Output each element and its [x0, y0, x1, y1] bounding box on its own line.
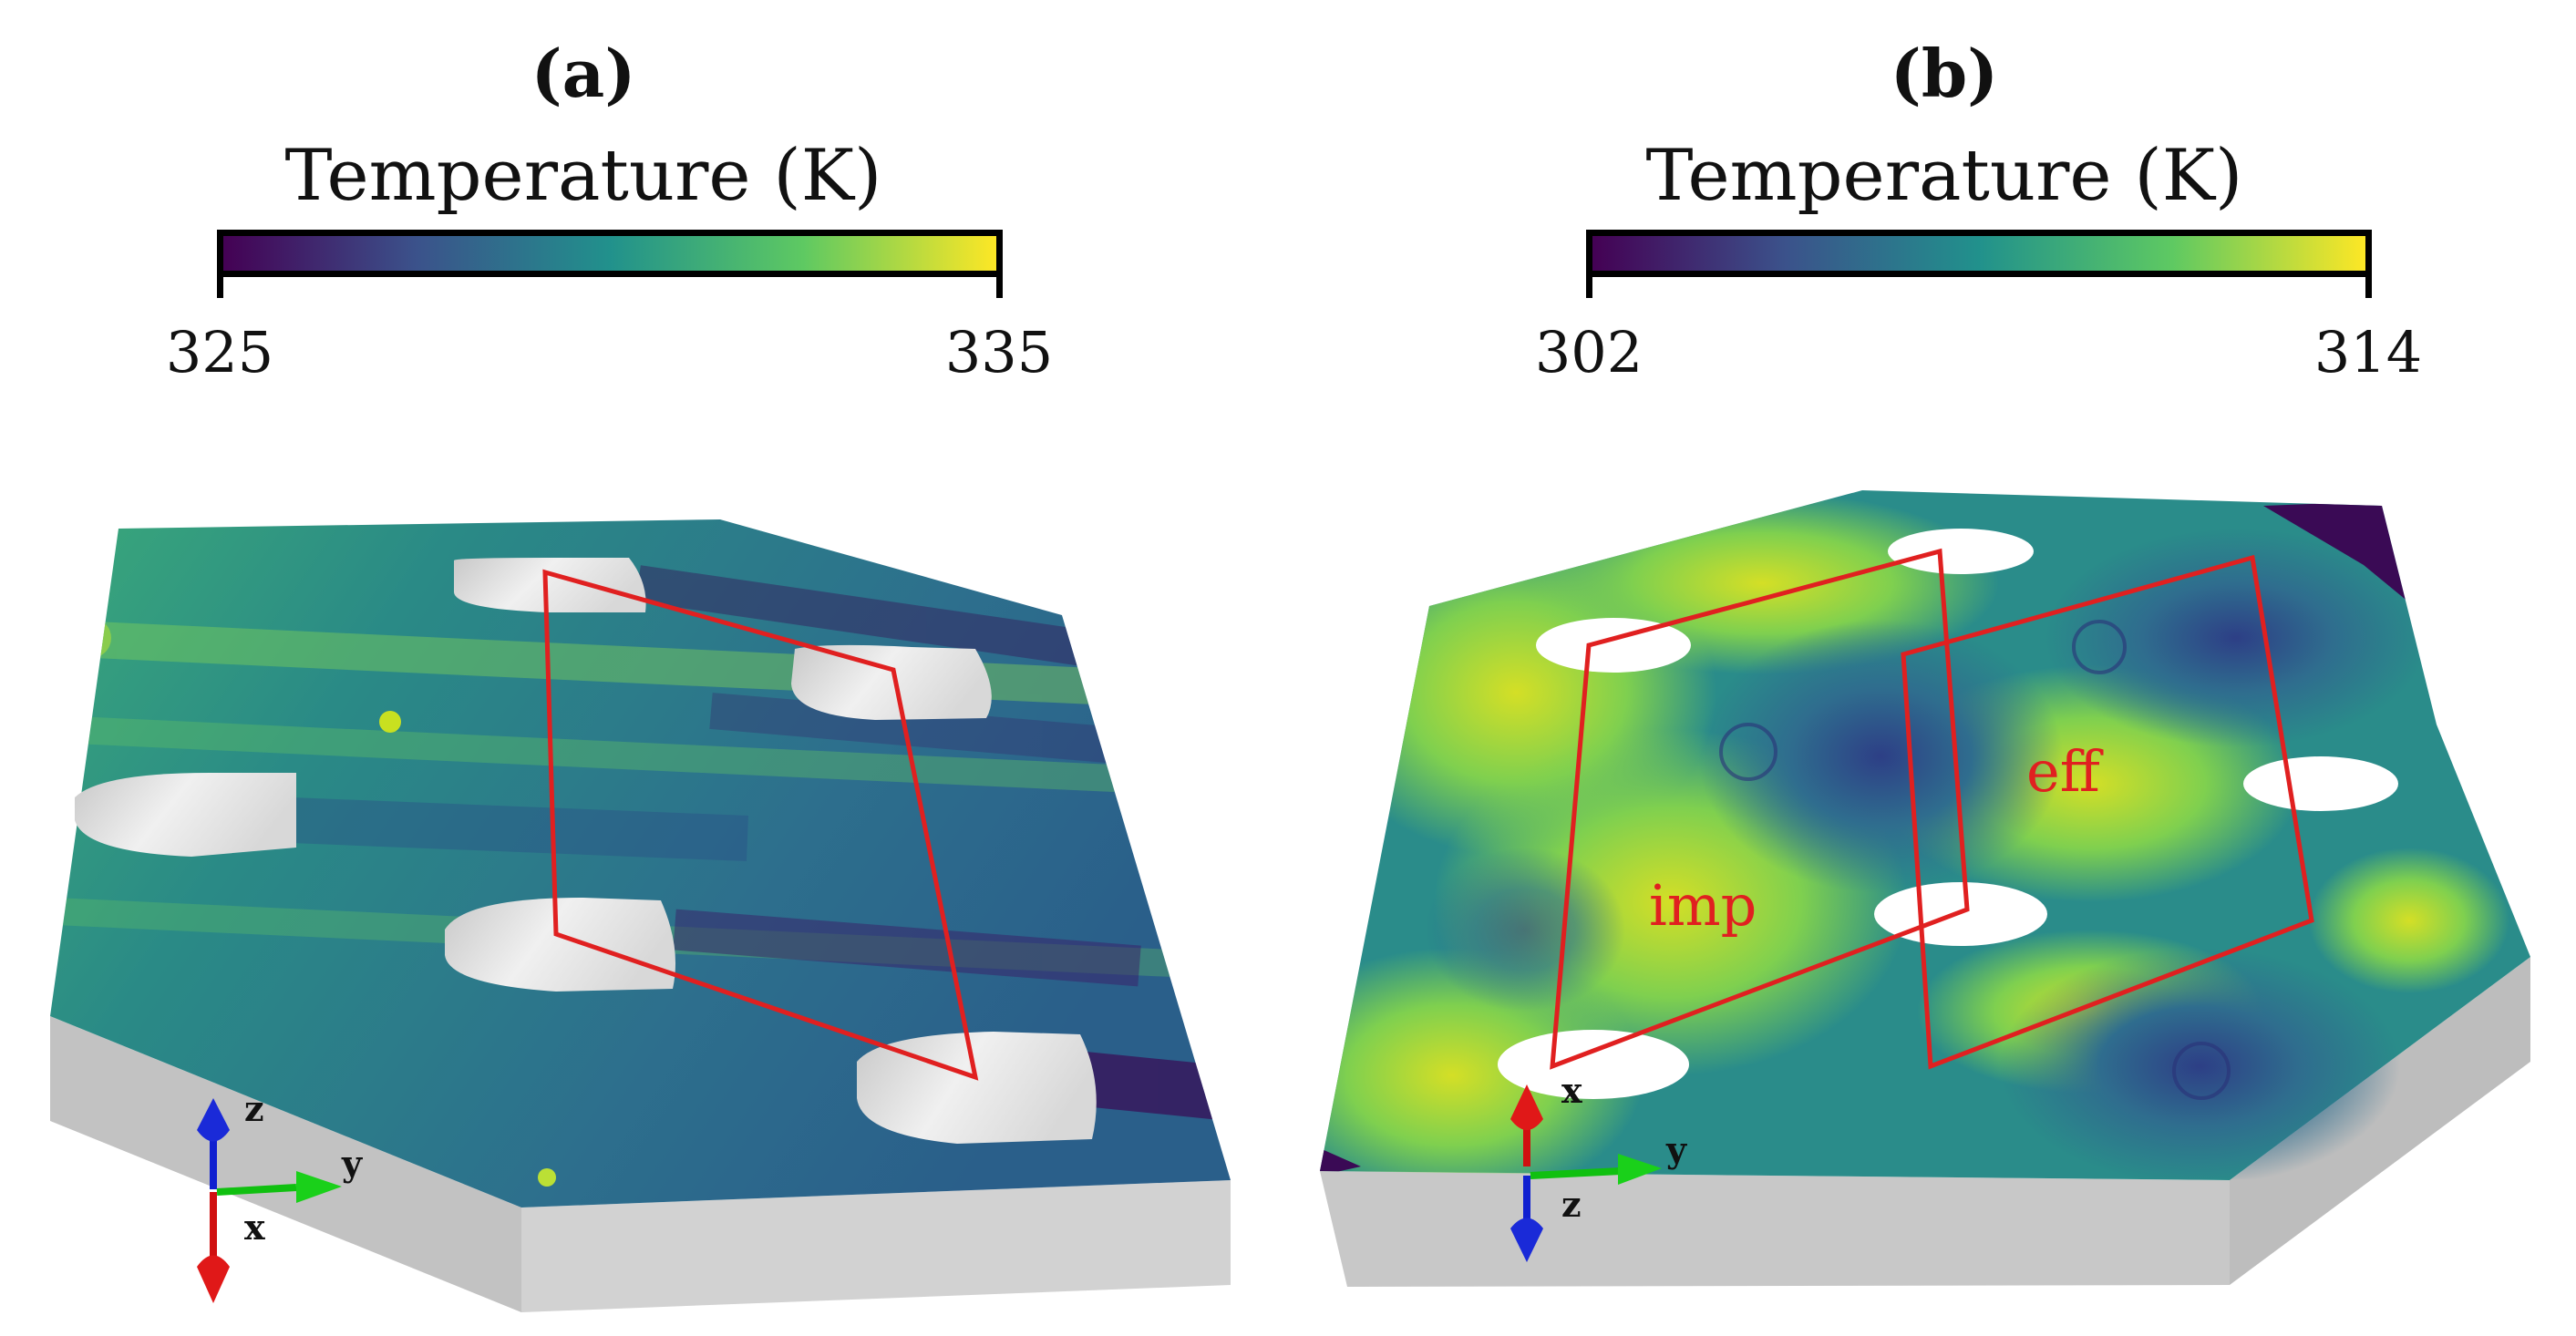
- panel-label: (b): [1890, 35, 1999, 112]
- slab-side-right: [2230, 957, 2530, 1285]
- heat-map-slab: imp eff x y z: [1320, 490, 2530, 1287]
- cell-label-eff: eff: [2026, 738, 2104, 805]
- colorbar-tick-min: [1586, 271, 1592, 298]
- x-axis-label: x: [244, 1207, 265, 1248]
- z-axis-label: z: [1561, 1184, 1582, 1225]
- colorbar-max-label: 335: [944, 319, 1054, 385]
- x-axis-arrow: [197, 1255, 230, 1303]
- hole: [75, 773, 296, 857]
- colorbar: [1586, 230, 2372, 277]
- temperature-streaks: [54, 565, 1231, 1187]
- hole: [1498, 1030, 1689, 1099]
- z-axis-arrow: [1510, 1218, 1543, 1262]
- colorbar-tick-min: [217, 271, 223, 298]
- slab-side-front: [521, 1180, 1231, 1312]
- panel-b: (b) Temperature (K) 302 314: [1288, 0, 2576, 1336]
- hole: [791, 644, 992, 720]
- y-axis-label: y: [341, 1143, 363, 1184]
- hole: [1536, 618, 1691, 673]
- orientation-axes: x y z: [1510, 1070, 1687, 1262]
- hole: [1888, 529, 2034, 574]
- panel-label: (a): [531, 35, 636, 112]
- orientation-axes: z y x: [197, 1088, 363, 1303]
- hole: [454, 558, 646, 612]
- colorbar-min-label: 325: [165, 319, 274, 385]
- colorbar-title: Temperature (K): [1645, 135, 2243, 217]
- y-axis-arrow: [1618, 1154, 1662, 1185]
- unit-cell-outline: [542, 569, 979, 1081]
- hole: [2243, 756, 2398, 811]
- colorbar-title: Temperature (K): [284, 135, 882, 217]
- slab-side-left: [50, 1016, 521, 1312]
- colorbar-tick-max: [2365, 271, 2372, 298]
- hole: [445, 898, 676, 992]
- y-axis-label: y: [1665, 1129, 1687, 1170]
- colorbar: [217, 230, 1003, 277]
- unit-cell-imp-outline: [1550, 548, 1970, 1070]
- y-axis-arrow: [296, 1171, 342, 1203]
- cell-label-imp: imp: [1649, 872, 1757, 939]
- heat-map-slab: z y x: [50, 519, 1231, 1312]
- z-axis-label: z: [244, 1088, 264, 1129]
- corner-hot-spot: [1320, 1148, 1361, 1176]
- x-axis-label: x: [1561, 1070, 1582, 1111]
- x-axis-arrow: [1510, 1084, 1543, 1130]
- slab-side-left: [1320, 1171, 2230, 1287]
- colorbar-max-label: 314: [2313, 319, 2423, 385]
- hole: [857, 1032, 1097, 1144]
- colorbar-tick-max: [996, 271, 1003, 298]
- z-axis-arrow: [197, 1098, 230, 1142]
- colorbar-min-label: 302: [1534, 319, 1643, 385]
- panel-a: (a) Temperature (K) 325 335: [50, 35, 1231, 1312]
- unit-cell-eff-outline: [1901, 554, 2314, 1070]
